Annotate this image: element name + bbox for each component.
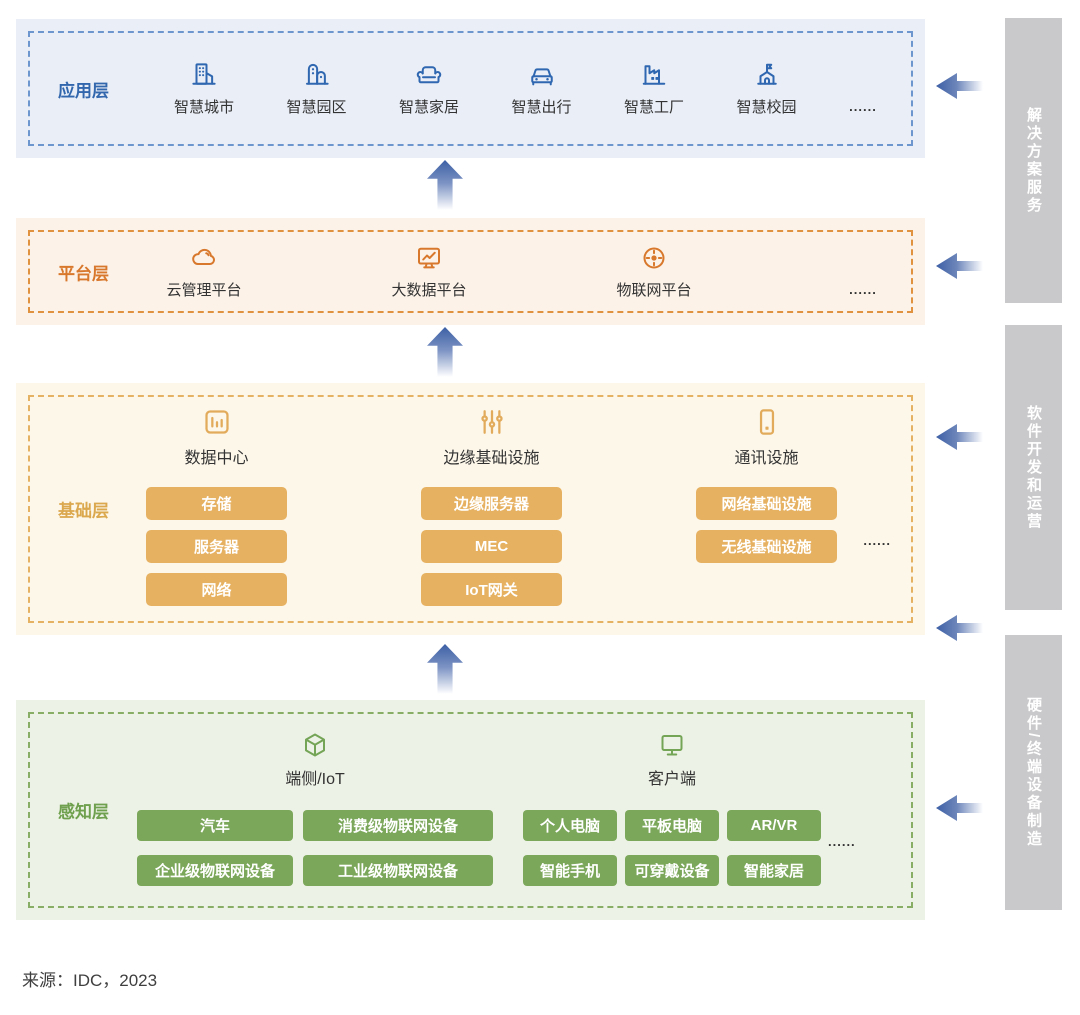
layer-platform: 平台层 云管理平台 大数据平台 物联网平台......: [16, 218, 925, 325]
side-bar-label: 解决方案服务: [1025, 106, 1042, 215]
side-bar-hardware-manufacturing: 硬件/终端设备制造: [1005, 635, 1062, 910]
arrow-up-icon: [427, 160, 463, 212]
group-title: 客户端: [647, 771, 696, 788]
arrow-up-icon: [427, 644, 463, 696]
platform-item: 大数据平台: [391, 243, 467, 300]
arrow-left-icon: [936, 73, 986, 99]
chip: 边缘服务器: [421, 487, 562, 520]
application-item: 智慧园区: [279, 60, 355, 117]
item-label: 云管理平台: [166, 282, 242, 299]
side-bar-label: 软件开发和运营: [1025, 404, 1042, 531]
side-bar-solution-services: 解决方案服务: [1005, 18, 1062, 303]
chip: 可穿戴设备: [625, 855, 719, 886]
arrow-left-icon: [936, 795, 986, 821]
item-label: 智慧城市: [173, 99, 234, 116]
perception-group: 客户端个人电脑平板电脑 AR/VR 智能手机可穿戴设备智能家居: [523, 730, 821, 886]
application-item: 智慧家居: [391, 60, 467, 117]
car-icon: [530, 68, 553, 86]
item-label: 大数据平台: [391, 282, 467, 299]
chip: AR/VR: [727, 810, 821, 841]
layer-platform-label: 平台层: [58, 264, 109, 283]
item-label: 物联网平台: [616, 282, 692, 299]
group-title: 通讯设施: [734, 450, 799, 467]
ellipsis-label: ......: [849, 99, 877, 114]
chip: 平板电脑: [625, 810, 719, 841]
cloud-icon: [192, 248, 215, 265]
datacenter-barchart-icon: [204, 410, 229, 434]
application-item: 智慧工厂: [616, 60, 692, 117]
chip: 智能家居: [727, 855, 821, 886]
foundation-group: 通讯设施网络基础设施无线基础设施: [696, 405, 837, 606]
cube-icon: [305, 733, 325, 757]
chip: 存储: [146, 487, 287, 520]
group-title: 端侧/IoT: [285, 771, 345, 788]
layer-application-items: 智慧城市 智慧园区 智慧家居 智慧出行 智慧工厂 智慧校园......: [166, 19, 885, 158]
group-title: 边缘基础设施: [443, 450, 540, 467]
home-sofa-icon: [416, 66, 442, 84]
chip: 网络: [146, 573, 287, 606]
ellipsis-label: ......: [828, 834, 856, 849]
layer-application: 应用层 智慧城市 智慧园区 智慧家居 智慧出行 智慧工厂 智慧校园......: [16, 19, 925, 158]
sliders-icon: [480, 410, 503, 434]
perception-group: 端侧/IoT 汽车消费级物联网设备企业级物联网设备工业级物联网设备: [137, 730, 493, 886]
foundation-group: 边缘基础设施边缘服务器 MEC IoT网关: [421, 405, 562, 606]
bigdata-monitor-icon: [418, 247, 440, 269]
side-bar-software-dev-ops: 软件开发和运营: [1005, 325, 1062, 610]
item-label: 智慧工厂: [623, 99, 684, 116]
arrow-left-icon: [936, 615, 986, 641]
arrow-left-icon: [936, 424, 986, 450]
layer-application-label: 应用层: [58, 81, 109, 100]
chip: 汽车: [137, 810, 293, 841]
platform-item: 云管理平台: [166, 243, 242, 300]
foundation-group: 数据中心存储服务器网络: [146, 405, 287, 606]
layer-foundation-label: 基础层: [58, 501, 109, 521]
chip: 无线基础设施: [696, 530, 837, 563]
chip: 企业级物联网设备: [137, 855, 293, 886]
item-label: 智慧家居: [398, 99, 459, 116]
school-flag-icon: [756, 63, 777, 85]
layer-perception-label: 感知层: [58, 802, 109, 822]
client-monitor-icon: [661, 735, 683, 756]
chip: IoT网关: [421, 573, 562, 606]
chip: 网络基础设施: [696, 487, 837, 520]
arrow-left-icon: [936, 253, 986, 279]
ellipsis-label: ......: [849, 282, 877, 297]
item-label: 智慧出行: [511, 99, 572, 116]
layer-foundation-groups: 数据中心存储服务器网络 边缘基础设施边缘服务器 MEC IoT网关 通讯设施网络基础设施…: [146, 405, 837, 606]
source-note: 来源：IDC，2023: [22, 971, 158, 990]
chip: 服务器: [146, 530, 287, 563]
arrow-up-icon: [427, 327, 463, 379]
group-title: 数据中心: [184, 450, 249, 467]
ellipsis-label: ......: [863, 533, 891, 548]
city-building-icon: [192, 63, 216, 85]
item-label: 智慧校园: [736, 99, 797, 116]
ellipsis: ......: [841, 63, 885, 114]
phone-icon: [759, 409, 774, 435]
application-item: 智慧出行: [504, 60, 580, 117]
chip: 智能手机: [523, 855, 617, 886]
layer-foundation: 基础层 数据中心存储服务器网络 边缘基础设施边缘服务器 MEC IoT网关 通讯设施网络…: [16, 383, 925, 635]
application-item: 智慧城市: [166, 60, 242, 117]
item-label: 智慧园区: [286, 99, 347, 116]
chip: 个人电脑: [523, 810, 617, 841]
chip: MEC: [421, 530, 562, 563]
factory-icon: [642, 65, 666, 85]
application-item: 智慧校园: [729, 60, 805, 117]
chip: 工业级物联网设备: [303, 855, 493, 886]
layer-platform-items: 云管理平台 大数据平台 物联网平台......: [166, 218, 885, 325]
iot-hub-icon: [643, 247, 665, 269]
side-bar-label: 硬件/终端设备制造: [1025, 696, 1042, 849]
platform-item: 物联网平台: [616, 243, 692, 300]
chip: 消费级物联网设备: [303, 810, 493, 841]
campus-buildings-icon: [305, 63, 329, 85]
ellipsis: ......: [841, 246, 885, 297]
